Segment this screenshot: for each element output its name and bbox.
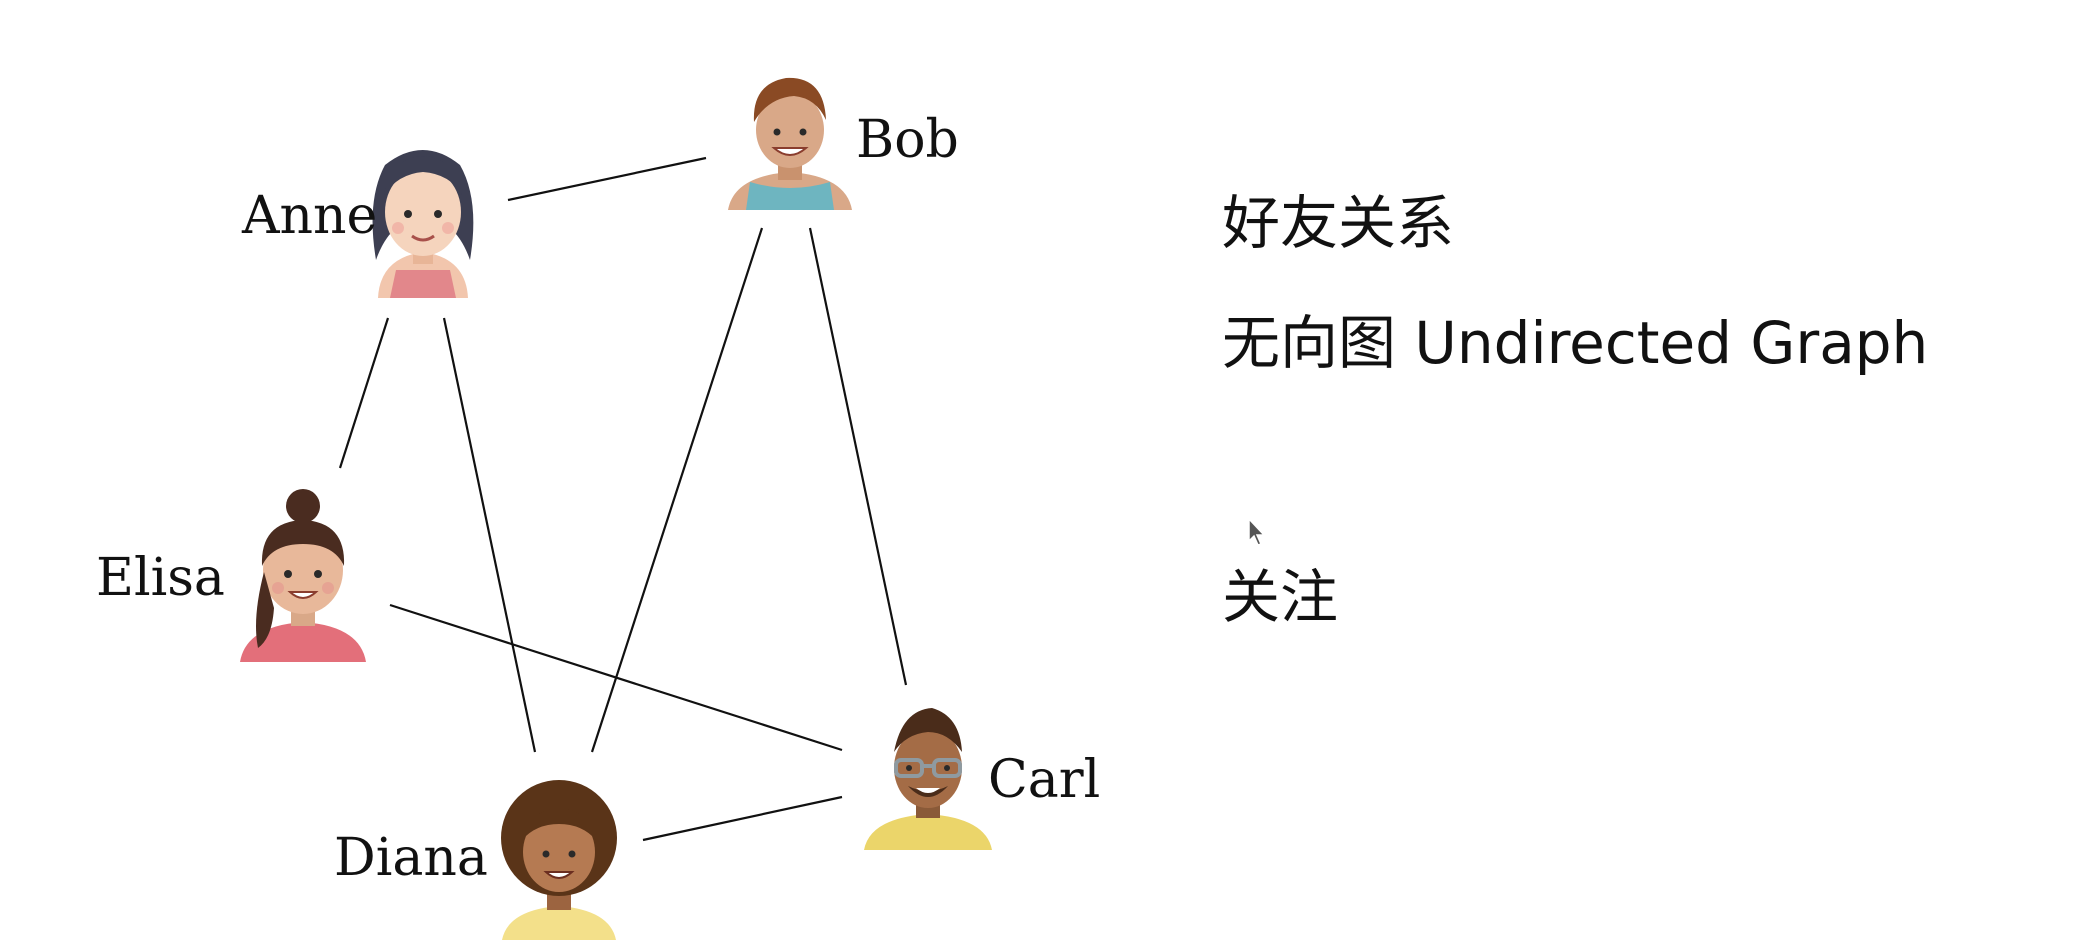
carl-avatar bbox=[864, 708, 992, 850]
elisa-avatar bbox=[240, 489, 366, 662]
node-label-elisa: Elisa bbox=[96, 548, 225, 608]
node-label-bob: Bob bbox=[856, 110, 959, 170]
edge-diana-carl bbox=[642, 795, 843, 842]
bob-avatar bbox=[728, 77, 852, 210]
undirected-graph-heading: 无向图 Undirected Graph bbox=[1222, 309, 1929, 377]
diana-avatar bbox=[501, 780, 617, 940]
anne-avatar bbox=[372, 150, 474, 298]
node-label-carl: Carl bbox=[988, 750, 1101, 810]
node-label-diana: Diana bbox=[334, 828, 488, 888]
edge-anne-bob bbox=[507, 156, 707, 202]
edge-anne-diana bbox=[442, 317, 537, 753]
follow-heading: 关注 bbox=[1222, 563, 1339, 631]
edge-bob-carl bbox=[808, 227, 908, 686]
mouse-cursor-icon bbox=[1248, 517, 1266, 546]
node-label-anne: Anne bbox=[242, 186, 378, 246]
friendship-heading: 好友关系 bbox=[1222, 189, 1455, 257]
edge-elisa-carl bbox=[389, 603, 843, 752]
edge-bob-diana bbox=[590, 227, 764, 753]
edge-anne-elisa bbox=[338, 317, 390, 469]
